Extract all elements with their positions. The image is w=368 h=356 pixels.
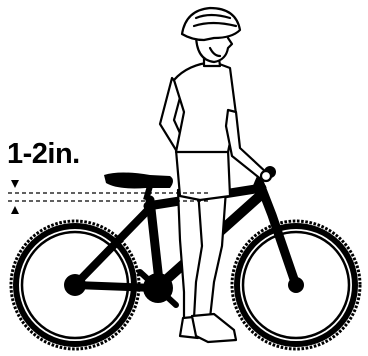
rider xyxy=(160,8,271,342)
saddle xyxy=(104,173,173,189)
arrow-up-icon xyxy=(11,206,19,214)
clearance-label: 1-2in. xyxy=(7,137,80,171)
rider-hand xyxy=(261,171,271,181)
chain-stay xyxy=(75,285,155,288)
rider-front-shoe xyxy=(192,314,236,342)
rider-jersey xyxy=(174,62,236,152)
rider-front-arm xyxy=(226,110,268,180)
arrow-down-icon xyxy=(11,180,19,188)
